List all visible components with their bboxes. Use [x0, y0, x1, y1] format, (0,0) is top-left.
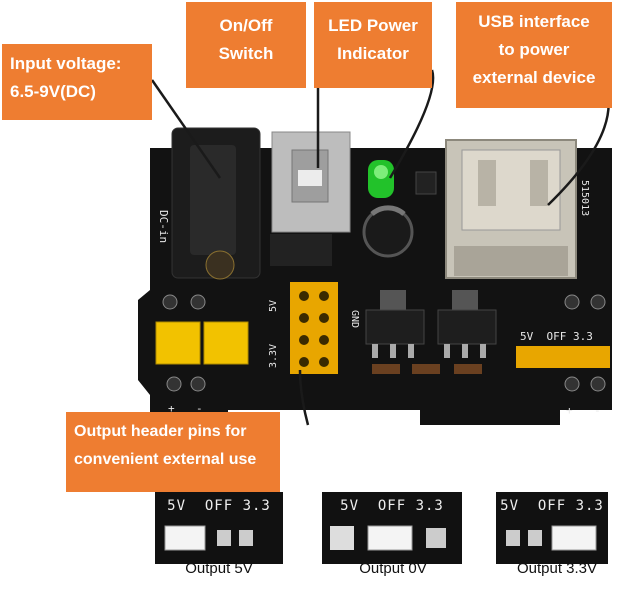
jumper-panel-5v-label: 5V OFF 3.3 [167, 498, 271, 514]
caption-output-0v: Output 0V [359, 560, 427, 577]
regulator-right [437, 290, 497, 358]
power-led [368, 160, 394, 198]
jumper-0v-graphic [330, 525, 446, 551]
jumper-5v-graphic [164, 525, 253, 551]
callout-header-line1: Output header pins for [74, 423, 247, 440]
label-gnd: GND [349, 310, 360, 328]
callout-switch-line1: On/Off [219, 16, 273, 35]
jumper-panel-0v: 5V OFF 3.3 [322, 492, 462, 564]
jumper-33v-graphic [506, 525, 597, 551]
jumper-panel-5v: 5V OFF 3.3 [155, 492, 283, 564]
left-jumpers [155, 294, 249, 392]
callout-usb: USB interface to power external device [456, 2, 612, 108]
callout-switch: On/Off Switch [186, 2, 306, 88]
minus-left: - [196, 402, 203, 415]
callout-input-voltage-line2: 6.5-9V(DC) [10, 82, 96, 101]
right-header-label: 5V OFF 3.3 [520, 330, 593, 343]
callout-input-voltage-line1: Input voltage: [10, 54, 122, 73]
callout-header-line2: convenient external use [74, 451, 257, 468]
callout-led-line2: Indicator [337, 44, 409, 63]
capacitor [362, 205, 414, 258]
caption-output-33v: Output 3.3V [516, 560, 598, 577]
usb-port [445, 139, 577, 279]
jumper-panel-0v-label: 5V OFF 3.3 [340, 498, 444, 514]
callout-led-line1: LED Power [328, 16, 418, 35]
on-off-switch [270, 131, 351, 266]
dc-in-label: DC-in [157, 210, 170, 243]
plus-right: + [566, 404, 573, 417]
callout-usb-line1: USB interface [478, 12, 590, 31]
callout-switch-line2: Switch [218, 44, 274, 63]
callout-input-voltage: Input voltage: 6.5-9V(DC) [2, 44, 152, 120]
minus-right: - [594, 404, 601, 417]
usb-code-label: 515013 [579, 180, 590, 216]
right-header-pins [516, 294, 610, 392]
callout-usb-line2: to power [498, 40, 570, 59]
callout-usb-line3: external device [472, 68, 596, 87]
jumper-panel-33v: 5V OFF 3.3 [496, 492, 608, 564]
jumper-panel-33v-label: 5V OFF 3.3 [500, 498, 604, 514]
caption-output-5v: Output 5V [185, 560, 253, 577]
callout-led: LED Power Indicator [314, 2, 432, 88]
label-33v-left: 3.3V [268, 344, 279, 368]
dc-jack [171, 127, 261, 280]
regulator-left [365, 290, 425, 358]
plus-left: + [168, 402, 175, 415]
label-5v-left: 5V [268, 300, 279, 312]
output-header-pins [290, 282, 338, 374]
callout-header-pins: Output header pins for convenient extern… [66, 412, 280, 492]
